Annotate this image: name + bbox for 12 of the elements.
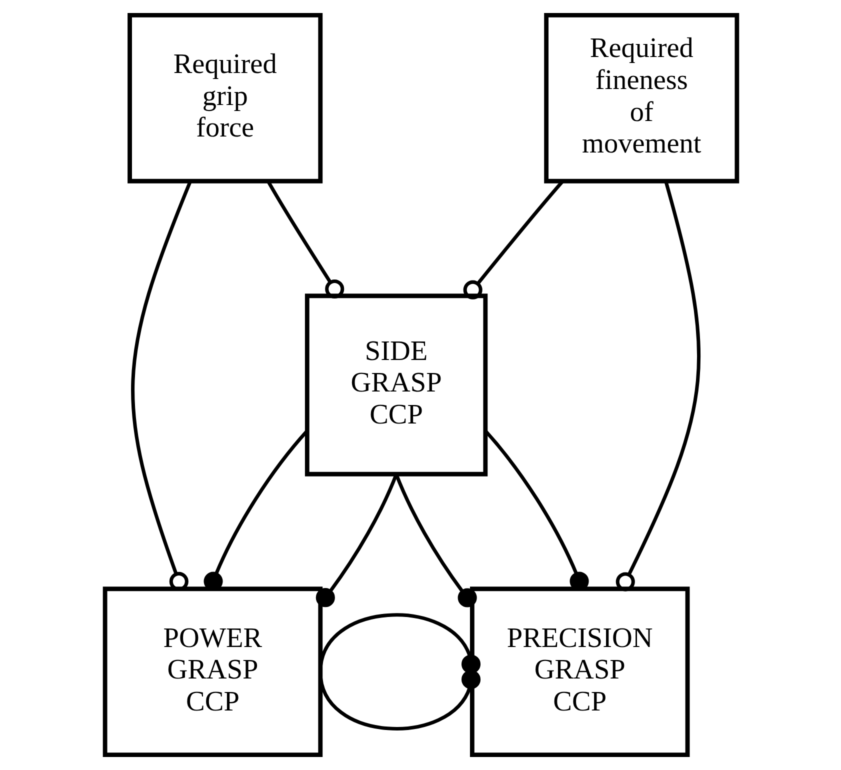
connector [615, 180, 700, 592]
connector [318, 613, 480, 674]
connector [266, 180, 344, 299]
node-box: Required fineness of movement [544, 13, 739, 184]
connector [394, 474, 476, 608]
node-box: PRECISION GRASP CCP [469, 586, 690, 757]
connector [318, 670, 480, 730]
connector [315, 474, 398, 608]
node-box: Required grip force [127, 13, 322, 184]
node-box: SIDE GRASP CCP [304, 294, 488, 476]
connector [462, 180, 564, 300]
node-box: POWER GRASP CCP [102, 586, 322, 757]
